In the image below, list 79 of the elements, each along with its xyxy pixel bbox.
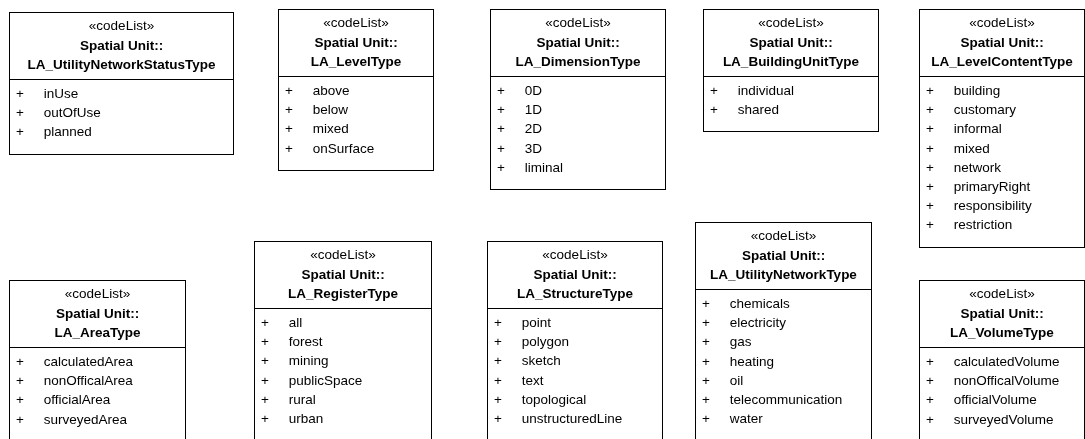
attribute-text: + customary (926, 101, 1017, 120)
attribute-text: + nonOfficalVolume (926, 372, 1061, 391)
class-box (703, 9, 879, 132)
class-name: Spatial Unit:: LA_LevelContentType (930, 34, 1074, 71)
attribute-text: + 3D (497, 139, 543, 158)
attribute-text: + electricity (702, 314, 787, 333)
attribute-text: + oil (702, 371, 745, 390)
class-name: Spatial Unit:: LA_LevelType (309, 34, 403, 71)
attribute-text: + informal (926, 120, 1003, 139)
class-box (695, 222, 872, 439)
attribute-text: + 0D (497, 82, 543, 100)
stereotype-label: «codeList» (749, 227, 818, 245)
attribute-text: + forest (261, 333, 324, 352)
attribute-text: + restriction (926, 216, 1014, 235)
attribute-text: + 2D (497, 120, 543, 139)
class-box (490, 9, 666, 190)
stereotype-label: «codeList» (968, 14, 1036, 32)
stereotype-label: «codeList» (63, 285, 132, 303)
attribute-text: + surveyedVolume (926, 410, 1055, 429)
class-box (487, 241, 663, 439)
attribute-text: + 1D (497, 101, 543, 120)
class-name: Spatial Unit:: LA_UtilityNetworkType (709, 247, 858, 284)
attribute-text: + officialVolume (926, 391, 1038, 410)
attribute-text: + calculatedArea (16, 353, 134, 371)
attribute-text: + urban (261, 410, 325, 428)
attribute-text: + liminal (497, 158, 564, 177)
class-name: Spatial Unit:: LA_AreaType (53, 305, 142, 342)
attribute-text: + publicSpace (261, 371, 364, 390)
attribute-text: + above (285, 82, 351, 100)
attribute-text: + calculatedVolume (926, 353, 1061, 371)
stereotype-label: «codeList» (544, 14, 612, 32)
attribute-text: + topological (494, 390, 588, 409)
attribute-text: + building (926, 82, 1002, 100)
attribute-text: + onSurface (285, 139, 376, 158)
attribute-text: + planned (16, 123, 93, 142)
class-box (278, 9, 434, 171)
attribute-text: + outOfUse (16, 104, 102, 123)
attribute-text: + polygon (494, 333, 570, 352)
stereotype-label: «codeList» (541, 246, 609, 264)
attribute-text: + water (702, 410, 764, 429)
attribute-text: + heating (702, 352, 775, 371)
attribute-text: + below (285, 101, 349, 120)
class-box (254, 241, 432, 439)
attribute-text: + individual (710, 82, 795, 100)
attribute-text: + inUse (16, 85, 80, 103)
class-box (9, 12, 234, 155)
stereotype-label: «codeList» (968, 285, 1036, 303)
stereotype-label: «codeList» (322, 14, 390, 32)
attribute-text: + responsibility (926, 197, 1033, 216)
attribute-text: + primaryRight (926, 178, 1032, 196)
attribute-text: + telecommunication (702, 391, 844, 409)
class-box (919, 9, 1085, 248)
attribute-text: + officialArea (16, 391, 112, 410)
attribute-text: + nonOfficalArea (16, 372, 134, 391)
class-name: Spatial Unit:: LA_RegisterType (287, 266, 399, 303)
attribute-text: + gas (702, 333, 753, 352)
class-name: Spatial Unit:: LA_VolumeType (949, 305, 1055, 342)
class-name: Spatial Unit:: LA_DimensionType (514, 34, 642, 71)
attribute-text: + mixed (926, 139, 991, 158)
class-box (9, 280, 186, 439)
class-name: Spatial Unit:: LA_UtilityNetworkStatusType (26, 37, 217, 74)
attribute-text: + mixed (285, 120, 350, 139)
class-name: Spatial Unit:: LA_StructureType (516, 266, 634, 303)
attribute-text: + text (494, 371, 545, 390)
attribute-text: + unstructuredLine (494, 410, 624, 428)
attribute-text: + shared (710, 101, 780, 120)
stereotype-label: «codeList» (309, 246, 377, 264)
attribute-text: + sketch (494, 352, 562, 371)
attribute-text: + network (926, 158, 1002, 177)
stereotype-label: «codeList» (87, 17, 156, 35)
stereotype-label: «codeList» (757, 14, 825, 32)
attribute-text: + all (261, 314, 304, 332)
attribute-text: + mining (261, 352, 330, 371)
class-box (919, 280, 1085, 439)
class-name: Spatial Unit:: LA_BuildingUnitType (721, 34, 861, 71)
attribute-text: + point (494, 314, 552, 332)
attribute-text: + surveyedArea (16, 410, 128, 429)
attribute-text: + rural (261, 390, 317, 409)
attribute-text: + chemicals (702, 295, 791, 313)
